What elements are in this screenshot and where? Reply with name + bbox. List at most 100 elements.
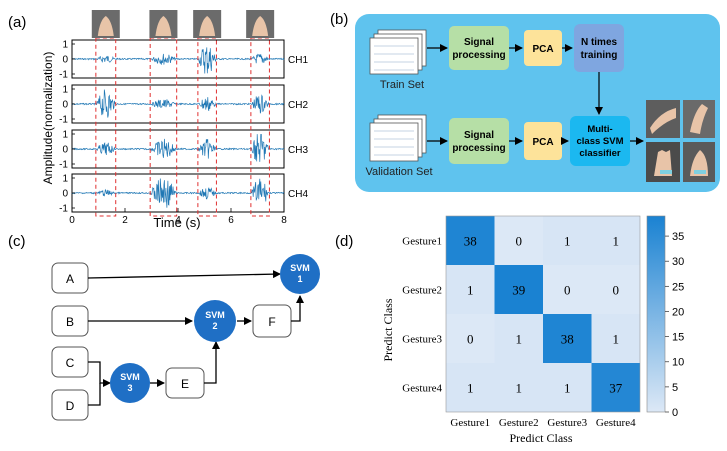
heatmap-cell-value: 0	[564, 283, 571, 298]
channel-label: CH1	[288, 55, 308, 66]
colorbar	[646, 215, 666, 413]
emg-xtick: 8	[281, 215, 287, 226]
colorbar-tick-label: 35	[672, 231, 684, 243]
tree-node-a-label: A	[66, 272, 74, 286]
colorbar-tick-label: 0	[672, 407, 678, 419]
heatmap-cell-value: 0	[613, 283, 620, 298]
heatmap-cell-value: 1	[613, 332, 620, 347]
heatmap-ytick: Gesture1	[402, 236, 442, 248]
tree-edges	[87, 270, 304, 406]
gesture-photos-grid	[646, 100, 715, 182]
emg-trace	[71, 89, 285, 118]
heatmap-xtick: Gesture2	[499, 417, 539, 429]
panel-label-b: (b)	[330, 11, 348, 28]
heatmap-cell-value: 0	[467, 332, 474, 347]
heatmap-cell	[446, 314, 495, 363]
emg-xtick: 0	[69, 215, 75, 226]
channel-label: CH4	[288, 189, 308, 200]
heatmap-cell-value: 39	[512, 283, 525, 298]
heatmap-cell	[591, 314, 640, 363]
emg-ytick: 1	[62, 85, 68, 96]
tree-node-d-label: D	[66, 399, 75, 413]
emg-channel: 1 0 -1 CH3	[59, 129, 308, 171]
emg-ytick: -1	[59, 115, 68, 126]
heatmap-cell	[543, 265, 592, 314]
emg-ytick: 0	[62, 55, 68, 66]
n-times-training-box	[574, 24, 624, 72]
emg-ytick: 0	[62, 189, 68, 200]
colorbar-tick-label: 10	[672, 357, 684, 369]
heatmap-cell-value: 1	[564, 381, 571, 396]
heatmap-cell	[446, 216, 495, 265]
emg-ylabel: Amplitude(normalization)	[41, 52, 55, 185]
heatmap-cell-value: 1	[516, 381, 523, 396]
heatmap-ytick: Gesture4	[402, 383, 442, 395]
heatmap-xtick: Gesture4	[596, 417, 636, 429]
heatmap-xlabel: Predict Class	[510, 431, 573, 445]
emg-trace	[71, 133, 284, 162]
heatmap-cell	[494, 265, 543, 314]
emg-xtick: 4	[175, 215, 181, 226]
tree-node-f-label: F	[268, 315, 275, 329]
heatmap-cell-value: 0	[516, 234, 523, 249]
svm2-node	[194, 300, 236, 342]
svm1-node	[280, 254, 320, 294]
emg-trace	[71, 47, 285, 74]
heatmap-cell-value: 37	[609, 381, 623, 396]
pca-box-top	[524, 30, 562, 66]
pca-box-bottom	[524, 122, 562, 160]
heatmap-cell-value: 1	[467, 283, 474, 298]
flow-arrows	[427, 44, 644, 145]
pca-label-bottom: PCA	[532, 137, 553, 148]
tree-node-e-label: E	[181, 377, 189, 391]
heatmap-cell	[494, 363, 543, 412]
heatmap-cell-value: 1	[613, 234, 620, 249]
heatmap-cell	[591, 265, 640, 314]
heatmap-cell	[543, 363, 592, 412]
tree-node-c-label: C	[66, 356, 75, 370]
heatmap-ylabel: Predict Class	[381, 298, 395, 361]
heatmap-cell	[543, 216, 592, 265]
panel-label-a: (a)	[8, 14, 26, 31]
heatmap-cell-value: 38	[464, 234, 477, 249]
emg-ytick: -1	[59, 70, 68, 81]
emg-channel: 1 0 -1 CH1	[59, 39, 308, 81]
signal-processing-box-top	[449, 26, 509, 70]
validation-set-label: Validation Set	[365, 166, 432, 178]
emg-ytick: 1	[62, 130, 68, 141]
pca-label-top: PCA	[532, 44, 553, 55]
panel-label-d: (d)	[335, 233, 353, 250]
panel-label-c: (c)	[8, 233, 26, 250]
emg-trace	[71, 178, 285, 208]
heatmap-cell	[591, 363, 640, 412]
train-set-label: Train Set	[380, 79, 424, 91]
emg-xtick: 2	[122, 215, 128, 226]
signal-processing-box-bottom	[449, 118, 509, 164]
emg-xtick: 6	[228, 215, 234, 226]
emg-ytick: 0	[62, 100, 68, 111]
heatmap-cell	[543, 314, 592, 363]
channel-label: CH2	[288, 100, 308, 111]
heatmap-ytick: Gesture3	[402, 334, 442, 346]
emg-ytick: 1	[62, 40, 68, 51]
train-set-stack	[369, 29, 427, 75]
emg-ytick: 1	[62, 174, 68, 185]
heatmap-ytick: Gesture2	[402, 285, 442, 297]
emg-ytick: -1	[59, 160, 68, 171]
heatmap-cell-value: 38	[561, 332, 574, 347]
emg-ytick: 0	[62, 145, 68, 156]
channel-label: CH3	[288, 145, 308, 156]
heatmap-cell	[446, 363, 495, 412]
heatmap-cell	[494, 216, 543, 265]
